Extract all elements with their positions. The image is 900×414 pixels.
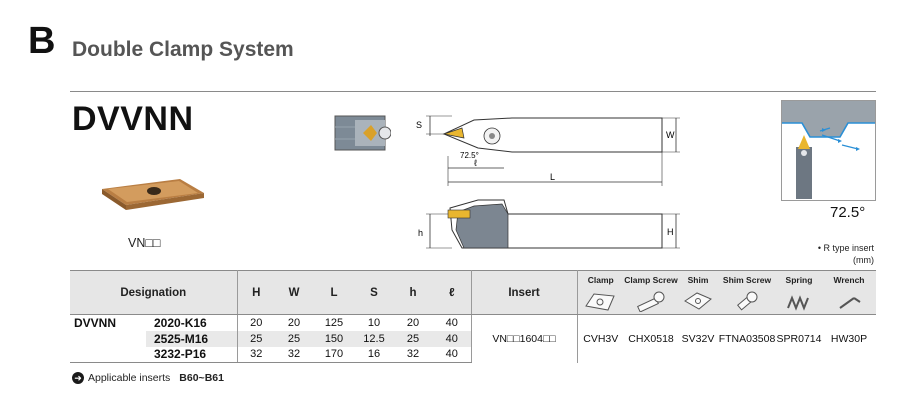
- applicable-inserts-label: Applicable inserts: [88, 372, 171, 384]
- spring-icon: [787, 295, 809, 311]
- header-designation: Designation: [70, 270, 238, 315]
- header-s: S: [355, 270, 393, 315]
- tool-top-view: S 72.5° W ℓ L: [416, 115, 680, 186]
- header-h-lower: h: [393, 270, 433, 315]
- unit-note: (mm): [853, 255, 874, 265]
- l-upper-cell: 170: [313, 346, 355, 363]
- header-shim: Shim: [678, 270, 718, 315]
- header-shim-screw: Shim Screw: [718, 270, 776, 315]
- w-cell: 25: [275, 330, 313, 347]
- header-wrench-label: Wrench: [833, 275, 865, 285]
- header-l-upper: L: [313, 270, 355, 315]
- l-upper-cell: 125: [324, 316, 344, 329]
- clamp-screw-cell: CHX0518: [628, 332, 674, 345]
- approach-angle-diagram: [781, 100, 876, 201]
- insert-type-note: • R type insert: [817, 243, 874, 253]
- model-title: DVVNN: [72, 100, 194, 138]
- divider: [70, 91, 876, 92]
- dim-s-label: S: [416, 120, 422, 130]
- section-letter: B: [28, 20, 56, 62]
- header-clamp: Clamp: [577, 270, 624, 315]
- shim-cell: SV32V: [681, 332, 715, 345]
- applicable-inserts-link[interactable]: ➜ Applicable inserts B60~B61: [72, 372, 224, 384]
- clamp-icon: [584, 293, 615, 311]
- w-cell: 20: [287, 316, 301, 329]
- h-upper-cell: 25: [237, 330, 275, 347]
- s-cell: 12.5: [355, 330, 393, 347]
- table-header-row: Designation H W L S h ℓ Insert Clamp Cla…: [70, 270, 876, 315]
- wrench-cell: HW30P: [830, 332, 868, 345]
- designation-cell: 2525-M16: [146, 330, 238, 347]
- spec-table: Designation H W L S h ℓ Insert Clamp Cla…: [70, 270, 876, 363]
- shim-screw-cell: FTNA03508: [718, 332, 776, 345]
- dim-h-label: h: [418, 228, 423, 238]
- h-upper-cell: 20: [250, 316, 263, 329]
- w-cell: 32: [275, 346, 313, 363]
- l-lower-cell: 40: [433, 346, 472, 363]
- approach-angle-label: 72.5°: [830, 204, 866, 221]
- s-cell: 10: [367, 316, 381, 329]
- dim-l-label: ℓ: [474, 158, 478, 168]
- header-insert: Insert: [471, 270, 578, 315]
- s-cell: 16: [355, 346, 393, 363]
- approach-angle-figure: [782, 101, 875, 199]
- table-row: 2525-M16 25 25 150 12.5 25 40: [70, 330, 876, 347]
- header-shim-label: Shim: [687, 275, 709, 285]
- model-cell: DVVNN: [74, 315, 117, 330]
- insert-cell: VN□□1604□□: [471, 314, 578, 363]
- h-lower-cell: 20: [406, 316, 420, 329]
- clamp-cell: CVH3V: [583, 332, 619, 345]
- shim-icon: [684, 292, 712, 310]
- insert-image: [102, 179, 204, 210]
- section-title: Double Clamp System: [72, 38, 294, 61]
- header-spring: Spring: [776, 270, 822, 315]
- spring-cell: SPR0714: [776, 332, 822, 345]
- header-clamp-screw: Clamp Screw: [624, 270, 678, 315]
- dim-big-l-label: L: [550, 172, 555, 182]
- h-upper-cell: 32: [237, 346, 275, 363]
- header-wrench: Wrench: [822, 270, 876, 315]
- wrench-icon: [839, 297, 861, 309]
- l-lower-cell: 40: [433, 330, 472, 347]
- header-w: W: [275, 270, 313, 315]
- l-upper-cell: 150: [313, 330, 355, 347]
- dim-big-h-label: H: [667, 227, 674, 237]
- h-lower-cell: 32: [393, 346, 433, 363]
- model-cell-empty: [70, 346, 146, 363]
- header-l-lower: ℓ: [433, 270, 472, 315]
- model-cell-empty: [70, 331, 146, 347]
- detail-view: [334, 115, 391, 151]
- table-row: 3232-P16 32 32 170 16 32 40: [70, 346, 876, 363]
- header-h-upper: H: [237, 270, 275, 315]
- header-clamp-label: Clamp: [587, 275, 614, 285]
- insert-code: VN□□: [128, 236, 161, 250]
- clamp-screw-icon: [637, 291, 665, 312]
- header-clamp-screw-label: Clamp Screw: [624, 275, 678, 285]
- tool-side-view: h H: [418, 199, 680, 249]
- arrow-right-circle-icon: ➜: [72, 372, 84, 384]
- h-lower-cell: 25: [393, 330, 433, 347]
- designation-cell: 3232-P16: [146, 346, 238, 363]
- shim-screw-icon: [737, 291, 758, 311]
- dim-angle-label: 72.5°: [460, 151, 479, 160]
- dim-w-label: W: [666, 130, 675, 140]
- designation-cell: 2020-K16: [146, 314, 238, 331]
- header-spring-label: Spring: [785, 275, 813, 285]
- header-shim-screw-label: Shim Screw: [722, 275, 772, 285]
- table-row: DVVNN 2020-K16 20 20 125 10 20 40 VN□□16…: [70, 314, 876, 363]
- applicable-inserts-pages: B60~B61: [179, 372, 224, 384]
- l-lower-cell: 40: [433, 314, 472, 331]
